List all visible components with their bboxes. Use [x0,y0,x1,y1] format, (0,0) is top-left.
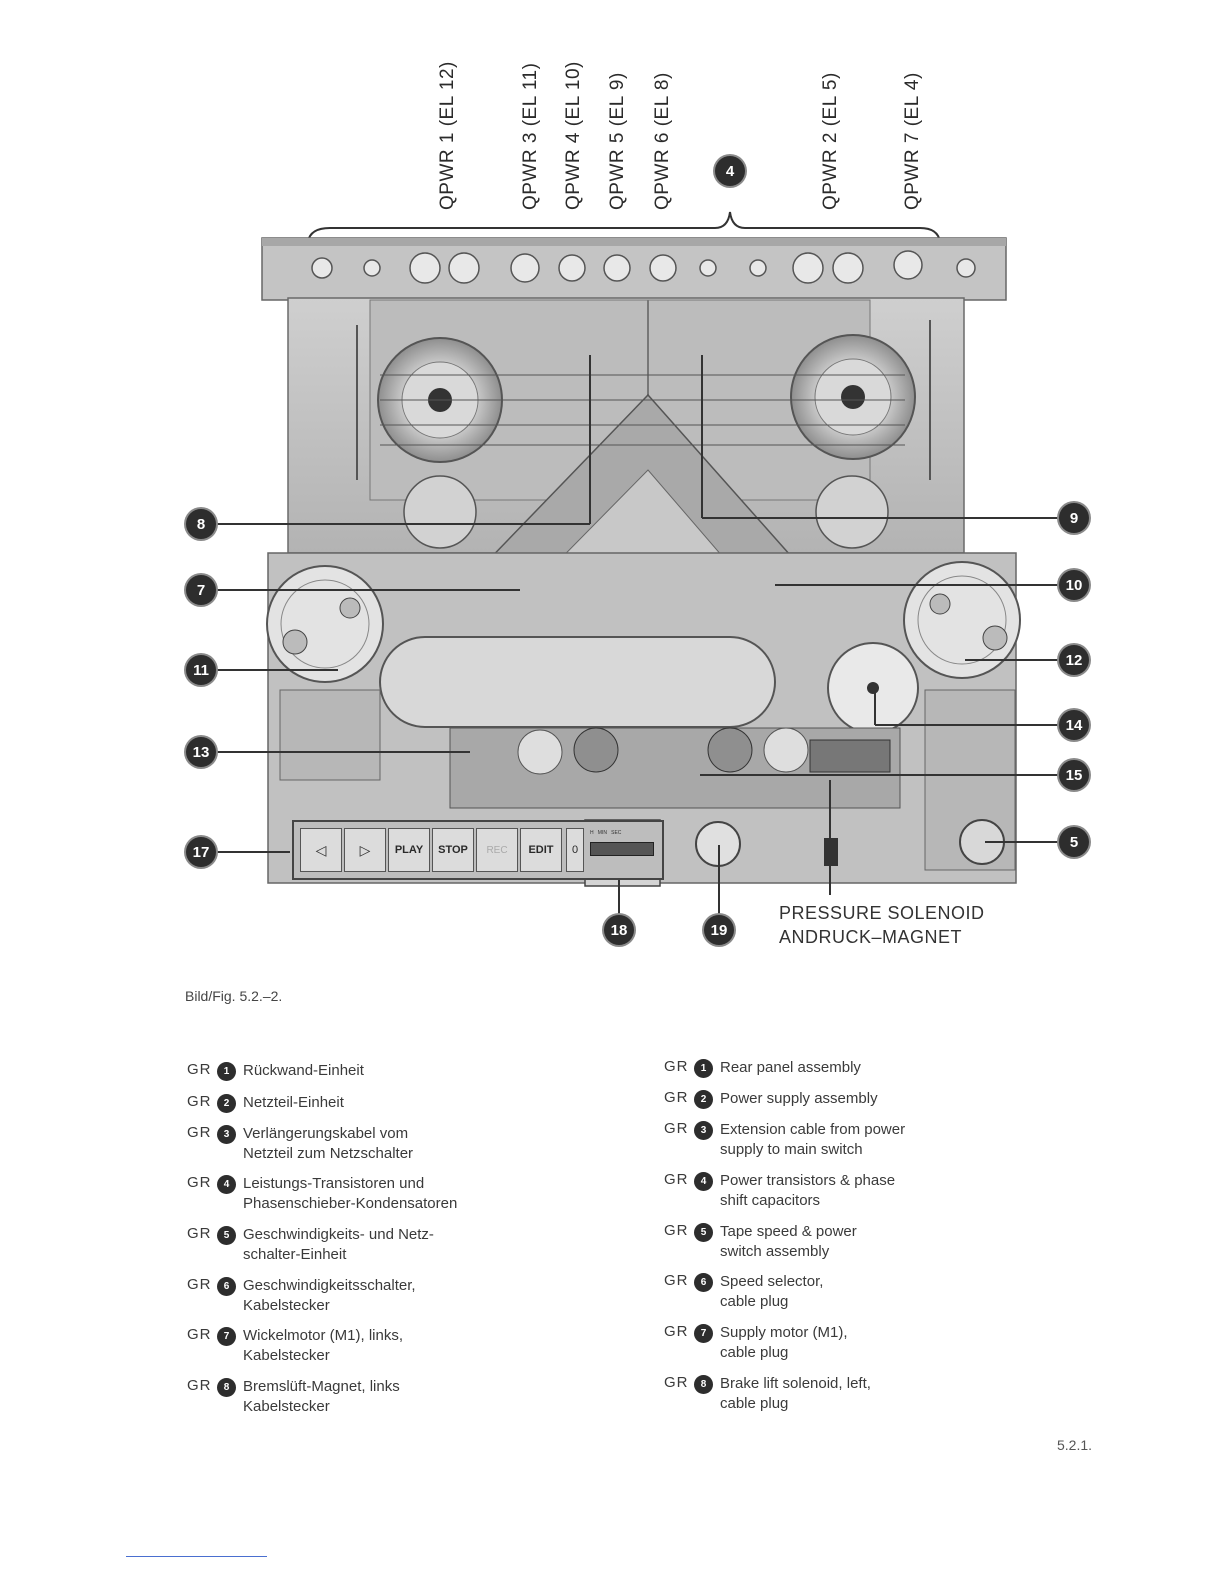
legend-number: 5 [217,1226,236,1245]
stop-button[interactable]: STOP [432,828,474,872]
legend-text: Bremslüft-Magnet, links Kabelstecker [243,1378,400,1415]
legend-text: Power supply assembly [720,1090,878,1107]
callout-11: 11 [186,655,216,685]
legend-number: 2 [217,1094,236,1113]
callout-15: 15 [1059,760,1089,790]
legend-gr: GR [664,1323,689,1340]
legend-text: Rückwand-Einheit [243,1062,364,1079]
legend-text: Netzteil-Einheit [243,1094,344,1111]
callout-8: 8 [186,509,216,539]
forward-button[interactable]: ▷ [344,828,386,872]
legend-number: 3 [217,1125,236,1144]
callout-14: 14 [1059,710,1089,740]
legend-gr: GR [664,1120,689,1137]
legend-english: GR 1 Rear panel assembly GR 2 Power supply a… [664,1058,1084,1418]
legend-text: Extension cable from power supply to mai… [720,1121,906,1158]
legend-text: Geschwindigkeits- und Netz- schalter-Ein… [243,1226,434,1263]
callout-12: 12 [1059,645,1089,675]
legend-number: 4 [217,1175,236,1194]
rec-button[interactable]: REC [476,828,518,872]
legend-number: 6 [217,1277,236,1296]
legend-gr: GR [187,1377,212,1394]
callout-9: 9 [1059,503,1089,533]
legend-gr: GR [664,1272,689,1289]
legend-number: 1 [694,1059,713,1078]
legend-number: 4 [694,1172,713,1191]
legend-gr: GR [187,1326,212,1343]
callout-5: 5 [1059,827,1089,857]
legend-gr: GR [187,1225,212,1242]
callout-7: 7 [186,575,216,605]
legend-gr: GR [664,1374,689,1391]
legend-text: Wickelmotor (M1), links, Kabelstecker [243,1327,404,1364]
legend-number: 5 [694,1223,713,1242]
legend-gr: GR [187,1124,212,1141]
legend-gr: GR [664,1089,689,1106]
legend-text: Speed selector, cable plug [720,1273,824,1310]
legend-text: Brake lift solenoid, left, cable plug [720,1375,871,1412]
legend-text: Verlängerungskabel vom Netzteil zum Netz… [243,1125,414,1162]
legend-number: 3 [694,1121,713,1140]
legend-number: 6 [694,1273,713,1292]
counter-units-label: H MIN SEC [590,830,622,836]
counter-display [590,842,654,856]
legend-number: 7 [694,1324,713,1343]
legend-text: Leistungs-Transistoren und Phasenschiebe… [243,1175,458,1212]
legend-number: 2 [694,1090,713,1109]
page-number: 5.2.1. [1057,1437,1093,1453]
legend-gr: GR [187,1061,212,1078]
legend-gr: GR [187,1174,212,1191]
play-button[interactable]: PLAY [388,828,430,872]
legend-text: Supply motor (M1), cable plug [720,1324,848,1361]
callout-4: 4 [715,156,745,186]
legend-number: 8 [217,1378,236,1397]
callout-10: 10 [1059,570,1089,600]
legend-number: 1 [217,1062,236,1081]
rewind-button[interactable]: ◁ [300,828,342,872]
legend-text: Tape speed & power switch assembly [720,1223,857,1260]
legend-gr: GR [187,1093,212,1110]
legend-gr: GR [187,1276,212,1293]
legend-text: Rear panel assembly [720,1059,861,1076]
legend-gr: GR [664,1222,689,1239]
callout-17: 17 [186,837,216,867]
legend-number: 8 [694,1375,713,1394]
legend-number: 7 [217,1327,236,1346]
callout-18: 18 [604,915,634,945]
figure-label: Bild/Fig. 5.2.–2. [185,988,283,1004]
footer-rule [126,1556,267,1557]
pressure-solenoid-caption-en: PRESSURE SOLENOID [779,903,985,923]
legend-gr: GR [664,1171,689,1188]
callout-13: 13 [186,737,216,767]
control-panel: ◁ ▷ PLAY STOP REC EDIT 0 H MIN SEC [292,820,664,880]
legend-text: Geschwindigkeitsschalter, Kabelstecker [243,1277,416,1314]
legend-text: Power transistors & phase shift capacito… [720,1172,896,1209]
legend-gr: GR [664,1058,689,1075]
pressure-solenoid-caption-de: ANDRUCK–MAGNET [779,927,963,947]
counter-reset-button[interactable]: 0 [566,828,584,872]
callout-19: 19 [704,915,734,945]
edit-button[interactable]: EDIT [520,828,562,872]
